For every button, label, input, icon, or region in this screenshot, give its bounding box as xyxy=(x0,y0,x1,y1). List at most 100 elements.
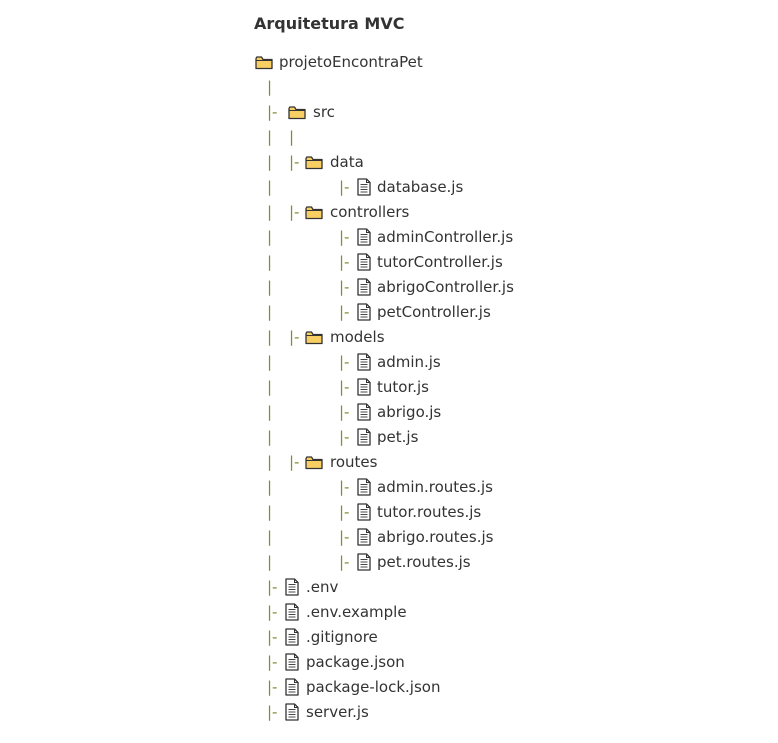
tree-line-branch: |- xyxy=(339,553,350,571)
tree-line-branch: |- xyxy=(267,678,278,696)
folder-name: projetoEncontraPet xyxy=(279,53,423,71)
file-name: .env xyxy=(306,578,339,596)
tree-line-branch: |- xyxy=(267,628,278,646)
folder-name: routes xyxy=(330,453,378,471)
file-icon xyxy=(357,178,371,200)
tree-file-row[interactable]: | |- pet.js xyxy=(0,425,778,450)
tree-folder-row[interactable]: | |- controllers xyxy=(0,200,778,225)
file-icon xyxy=(357,228,371,250)
tree-file-row[interactable]: | |- admin.routes.js xyxy=(0,475,778,500)
tree-file-row[interactable]: | |- database.js xyxy=(0,175,778,200)
tree-line-branch: |- xyxy=(289,153,300,171)
file-name: petController.js xyxy=(377,303,491,321)
tree-line-pipe: | xyxy=(267,203,273,221)
file-name: pet.routes.js xyxy=(377,553,471,571)
file-name: abrigo.routes.js xyxy=(377,528,494,546)
folder-icon xyxy=(305,455,323,474)
file-name: pet.js xyxy=(377,428,419,446)
tree-spacer-row: | xyxy=(0,75,778,100)
tree-line-pipe: | xyxy=(267,328,273,346)
tree-file-row[interactable]: ||-abrigoController.js xyxy=(0,275,778,300)
tree-file-row[interactable]: ||-tutor.routes.js xyxy=(0,500,778,525)
file-name: .gitignore xyxy=(306,628,378,646)
tree-file-row[interactable]: ||-abrigo.js xyxy=(0,400,778,425)
file-name: adminController.js xyxy=(377,228,514,246)
tree-folder-row[interactable]: ||-data xyxy=(0,150,778,175)
tree-line-pipe: | xyxy=(267,353,273,371)
tree-line-branch: |- xyxy=(339,478,350,496)
file-name: tutor.js xyxy=(377,378,429,396)
file-name: admin.routes.js xyxy=(377,478,493,496)
file-icon xyxy=(357,353,371,375)
tree-line-branch: |- xyxy=(339,378,350,396)
tree-line-branch: |- xyxy=(289,453,300,471)
tree-line-branch: |- xyxy=(339,428,350,446)
tree-line-pipe: | xyxy=(267,178,273,196)
file-icon xyxy=(285,653,299,675)
folder-icon xyxy=(255,55,273,74)
tree-file-row[interactable]: |- .gitignore xyxy=(0,625,778,650)
folder-icon xyxy=(288,105,306,124)
tree-line-branch: |- xyxy=(339,253,350,271)
tree-folder-row[interactable]: |-src xyxy=(0,100,778,125)
tree-folder-row[interactable]: | |- models xyxy=(0,325,778,350)
tree-line-branch: |- xyxy=(339,503,350,521)
tree-line-branch: |- xyxy=(339,178,350,196)
tree-line-pipe: | xyxy=(267,453,273,471)
tree-file-row[interactable]: |- package-lock.json xyxy=(0,675,778,700)
tree-line-pipe: | xyxy=(267,303,273,321)
tree-line-branch: |- xyxy=(339,228,350,246)
tree-file-row[interactable]: | |- pet.routes.js xyxy=(0,550,778,575)
folder-icon xyxy=(305,330,323,349)
tree-file-row[interactable]: |- .env xyxy=(0,575,778,600)
file-name: package-lock.json xyxy=(306,678,441,696)
file-name: database.js xyxy=(377,178,464,196)
file-icon xyxy=(357,278,371,300)
tree-line-branch: |- xyxy=(339,528,350,546)
folder-name: models xyxy=(330,328,385,346)
tree-file-row[interactable]: | |- abrigo.routes.js xyxy=(0,525,778,550)
file-name: package.json xyxy=(306,653,405,671)
page-title: Arquitetura MVC xyxy=(254,14,405,33)
tree-line-pipe: | xyxy=(267,253,273,271)
tree-line-pipe: | xyxy=(267,528,273,546)
tree-folder-row[interactable]: projetoEncontraPet xyxy=(0,50,778,75)
file-icon xyxy=(357,478,371,500)
tree-file-row[interactable]: | |- petController.js xyxy=(0,300,778,325)
tree-file-row[interactable]: |- package.json xyxy=(0,650,778,675)
file-name: abrigo.js xyxy=(377,403,442,421)
file-icon xyxy=(357,428,371,450)
tree-line-pipe: | xyxy=(267,478,273,496)
folder-icon xyxy=(305,155,323,174)
tree-line-branch: |- xyxy=(267,578,278,596)
tree-line-pipe: | xyxy=(267,78,273,96)
file-icon xyxy=(357,503,371,525)
tree-folder-row[interactable]: | |- routes xyxy=(0,450,778,475)
tree-line-branch: |- xyxy=(267,653,278,671)
tree-line-branch: |- xyxy=(339,303,350,321)
tree-spacer-row: || xyxy=(0,125,778,150)
tree-file-row[interactable]: | |- tutor.js xyxy=(0,375,778,400)
file-icon xyxy=(285,628,299,650)
file-icon xyxy=(357,253,371,275)
file-name: abrigoController.js xyxy=(377,278,514,296)
file-icon xyxy=(357,403,371,425)
file-name: .env.example xyxy=(306,603,407,621)
tree-line-branch: |- xyxy=(289,328,300,346)
tree-line-pipe: | xyxy=(267,428,273,446)
tree-line-branch: |- xyxy=(289,203,300,221)
tree-file-row[interactable]: | |- tutorController.js xyxy=(0,250,778,275)
file-icon xyxy=(285,678,299,700)
tree-line-branch: |- xyxy=(339,403,350,421)
file-icon xyxy=(357,528,371,550)
tree-file-row[interactable]: ||-adminController.js xyxy=(0,225,778,250)
tree-line-pipe: | xyxy=(267,378,273,396)
tree-file-row[interactable]: |-server.js xyxy=(0,700,778,725)
folder-name: data xyxy=(330,153,364,171)
tree-file-row[interactable]: ||-admin.js xyxy=(0,350,778,375)
file-name: tutorController.js xyxy=(377,253,503,271)
tree-line-pipe: | xyxy=(267,553,273,571)
tree-file-row[interactable]: |-.env.example xyxy=(0,600,778,625)
folder-name: controllers xyxy=(330,203,410,221)
